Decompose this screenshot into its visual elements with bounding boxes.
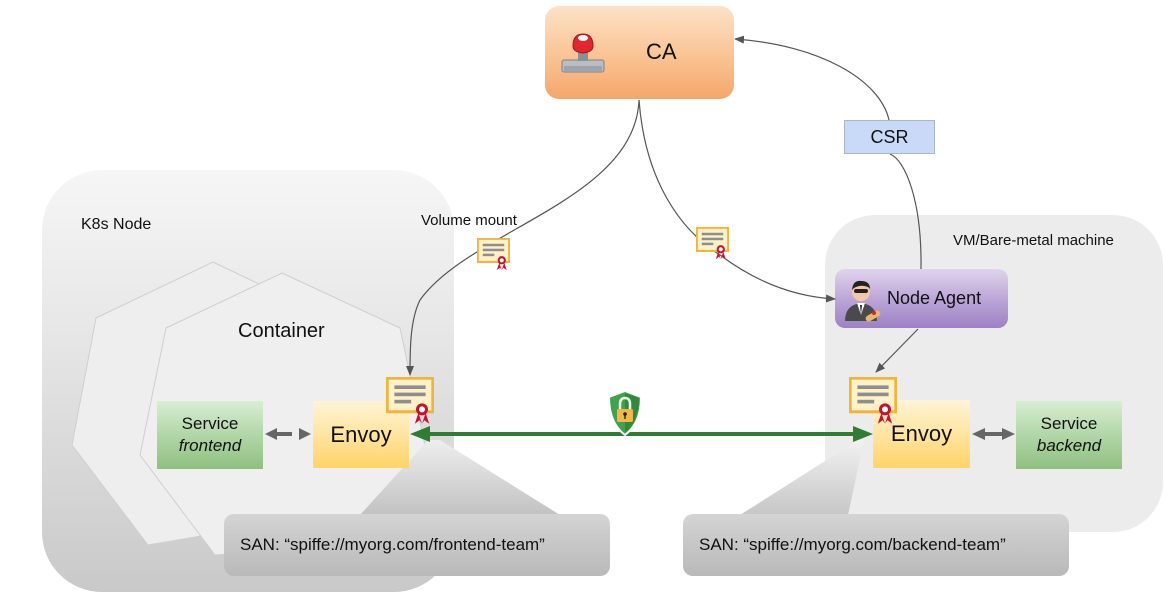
san-callout-wedge-right [740,440,864,515]
service-backend-box[interactable]: Service backend [1016,401,1122,469]
ca-to-node-agent-arrow [638,99,836,303]
volume-mount-label: Volume mount [421,212,517,229]
node-agent-to-backend-envoy-arrow [875,328,919,373]
rubber-stamp-icon [561,33,605,73]
node-agent-box[interactable]: Node Agent [835,269,1008,328]
service-frontend-line1: Service [181,414,239,433]
ca-to-frontend-envoy-arrow [406,99,640,376]
service-frontend-box[interactable]: Service frontend [157,401,263,469]
vm-node-label: VM/Bare-metal machine [953,232,1114,249]
service-backend-name: backend [1036,436,1102,455]
ca-label: CA [646,39,677,64]
shield-lock-icon [607,389,643,437]
san-callout-wedge-left [360,440,560,515]
mtls-connection-arrow [410,426,873,442]
certificate-icon-node-agent [696,227,729,260]
ca-box[interactable]: CA [545,6,734,99]
node-agent-label: Node Agent [887,288,982,308]
backend-envoy-service-arrow [972,428,1015,440]
san-backend-callout: SAN: “spiffe://myorg.com/backend-team” [683,514,1069,576]
san-frontend-callout: SAN: “spiffe://myorg.com/frontend-team” [224,514,610,576]
agent-person-icon [845,280,881,322]
certificate-icon-backend-envoy [849,377,897,425]
frontend-service-envoy-arrow [265,428,311,440]
node-agent-to-ca-csr-arrow [735,39,922,270]
certificate-icon-volume-mount [477,238,510,271]
k8s-node-label: K8s Node [81,216,152,233]
service-backend-line1: Service [1040,414,1098,433]
vm-node-container [825,215,1163,532]
service-frontend-name: frontend [178,436,242,455]
container-label: Container [238,320,325,342]
csr-label: CSR [844,120,935,154]
certificate-icon-frontend-envoy [386,377,434,425]
